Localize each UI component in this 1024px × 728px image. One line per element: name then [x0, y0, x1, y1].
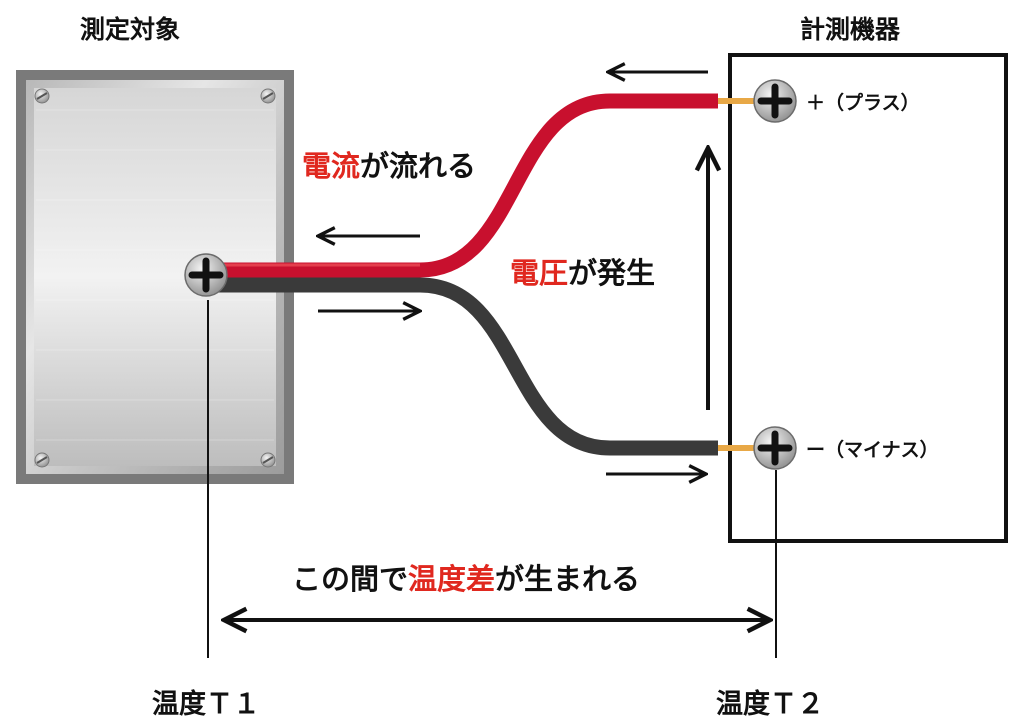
flat-screw-icon [34, 452, 50, 468]
current-label: 電流が流れる [302, 143, 476, 185]
temp-diff-pre: この間で [292, 562, 409, 596]
red-wire [200, 93, 718, 278]
target-label: 測定対象 [80, 15, 181, 44]
phillips-screw-terminal-icon [184, 253, 228, 297]
current-highlight: 電流 [302, 149, 361, 183]
temp-diff-label: この間で温度差が生まれる [292, 556, 640, 598]
voltage-rest: が発生 [568, 256, 656, 290]
flat-screw-icon [34, 88, 50, 104]
temp2-label: 温度Ｔ２ [716, 689, 824, 720]
voltage-label: 電圧が発生 [510, 250, 655, 292]
temp-diff-highlight: 温度差 [408, 562, 496, 596]
plus-label: ＋（プラス） [806, 92, 920, 114]
instrument-label: 計測機器 [800, 15, 901, 44]
current-rest: が流れる [360, 149, 477, 183]
phillips-screw-terminal-icon [753, 426, 797, 470]
temp1-label: 温度Ｔ１ [152, 689, 260, 720]
black-wire [200, 277, 718, 456]
flat-screw-icon [260, 88, 276, 104]
minus-label: ー（マイナス） [806, 439, 939, 461]
temp-diff-post: が生まれる [495, 562, 641, 596]
phillips-screw-terminal-icon [753, 79, 797, 123]
instrument-box [728, 53, 1008, 543]
flat-screw-icon [260, 452, 276, 468]
voltage-highlight: 電圧 [510, 256, 569, 290]
